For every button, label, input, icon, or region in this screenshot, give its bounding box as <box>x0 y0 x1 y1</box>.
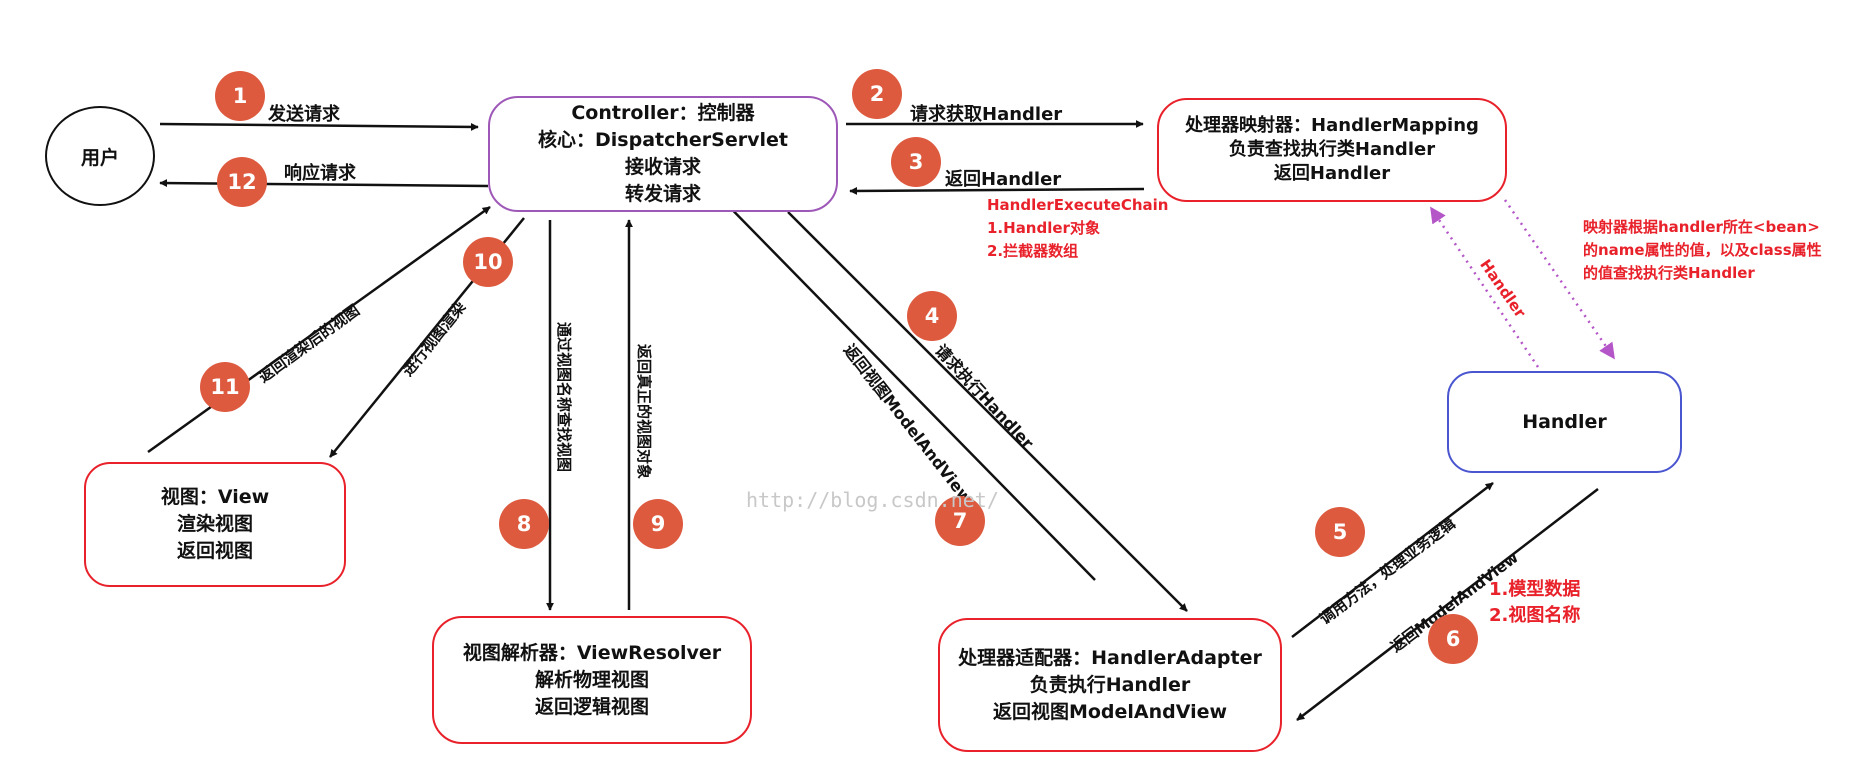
step-2-badge: 2 <box>852 69 902 119</box>
step-12-label: 响应请求 <box>284 163 356 184</box>
controller-line-3: 接收请求 <box>624 156 701 178</box>
handler-adapter-line-3: 返回视图ModelAndView <box>992 700 1228 723</box>
handler-mapping-box: 处理器映射器：HandlerMapping 负责查找执行类Handler 返回H… <box>1157 98 1507 202</box>
step-8-label: 通过视图名称查找视图 <box>555 322 573 473</box>
handler-mapping-line-1: 处理器映射器：HandlerMapping <box>1185 115 1479 136</box>
model-view-note: 1.模型数据 2.视图名称 <box>1489 577 1580 629</box>
step-4-badge: 4 <box>907 291 957 341</box>
view-resolver-line-3: 返回逻辑视图 <box>534 695 649 718</box>
step-12-badge: 12 <box>217 157 267 207</box>
arrow-11 <box>147 205 491 454</box>
handler-mapping-line-3: 返回Handler <box>1273 163 1391 184</box>
arrow-4 <box>787 211 1188 612</box>
arrow-3 <box>849 186 1145 195</box>
view-line-2: 渲染视图 <box>176 513 253 535</box>
arrow-12 <box>159 179 489 188</box>
model-view-line-1: 1.模型数据 <box>1489 579 1581 600</box>
step-11-badge: 11 <box>200 362 250 412</box>
handler-adapter-line-2: 负责执行Handler <box>1029 673 1191 696</box>
model-view-line-2: 2.视图名称 <box>1489 605 1581 626</box>
mapping-rule-line-2: 的name属性的值，以及class属性 <box>1583 241 1822 259</box>
arrow-1 <box>159 122 479 131</box>
step-10-badge: 10 <box>463 237 513 287</box>
step-2-label: 请求获取Handler <box>910 104 1063 125</box>
step-5-badge: 5 <box>1315 507 1365 557</box>
step-1-badge: 1 <box>215 71 265 121</box>
step-6-badge: 6 <box>1428 614 1478 664</box>
step-3-badge: 3 <box>891 137 941 187</box>
execute-chain-line-1: HandlerExecuteChain <box>987 196 1169 214</box>
arrow-6 <box>1296 488 1599 721</box>
watermark: http://blog.csdn.net/ <box>746 488 999 512</box>
handler-adapter-box: 处理器适配器：HandlerAdapter 负责执行Handler 返回视图Mo… <box>938 618 1282 752</box>
view-resolver-line-2: 解析物理视图 <box>534 668 649 691</box>
step-1-label: 发送请求 <box>268 104 340 125</box>
view-box: 视图：View 渲染视图 返回视图 <box>84 462 346 587</box>
handler-mapping-line-2: 负责查找执行类Handler <box>1228 139 1436 160</box>
user-node: 用户 <box>45 106 155 206</box>
handler-execute-chain-note: HandlerExecuteChain 1.Handler对象 2.拦截器数组 <box>987 194 1168 263</box>
step-7-badge: 7 <box>935 496 985 546</box>
execute-chain-line-2: 1.Handler对象 <box>987 219 1100 237</box>
mapping-rule-line-3: 的值查找执行类Handler <box>1583 264 1755 282</box>
controller-line-4: 转发请求 <box>624 183 701 205</box>
view-resolver-box: 视图解析器：ViewResolver 解析物理视图 返回逻辑视图 <box>432 616 752 744</box>
handler-label: Handler <box>1522 410 1607 433</box>
mapping-rule-note: 映射器根据handler所在<bean> 的name属性的值，以及class属性… <box>1583 216 1822 285</box>
handler-adapter-line-1: 处理器适配器：HandlerAdapter <box>958 646 1262 669</box>
controller-line-1: Controller：控制器 <box>571 102 755 124</box>
execute-chain-line-3: 2.拦截器数组 <box>987 242 1079 260</box>
mapping-rule-line-1: 映射器根据handler所在<bean> <box>1583 218 1820 236</box>
view-line-3: 返回视图 <box>176 540 253 562</box>
controller-box: Controller：控制器 核心：DispatcherServlet 接收请求… <box>488 96 838 212</box>
step-9-label: 返回真正的视图对象 <box>635 344 653 480</box>
arrow-5 <box>1291 482 1494 638</box>
view-resolver-line-1: 视图解析器：ViewResolver <box>462 641 722 664</box>
user-label: 用户 <box>80 146 119 169</box>
handler-box: Handler <box>1447 371 1682 473</box>
view-line-1: 视图：View <box>160 486 270 508</box>
dotted-arrow-handler-to-mapping <box>1429 206 1540 368</box>
step-9-badge: 9 <box>633 499 683 549</box>
step-8-badge: 8 <box>499 499 549 549</box>
arrow-7 <box>707 184 1096 581</box>
step-3-label: 返回Handler <box>945 169 1062 190</box>
controller-line-2: 核心：DispatcherServlet <box>538 129 788 151</box>
